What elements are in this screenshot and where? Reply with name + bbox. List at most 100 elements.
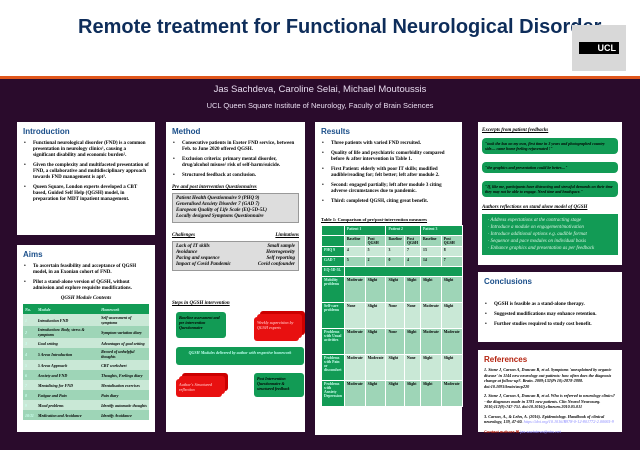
table-cell: Slight <box>440 302 463 329</box>
reference-text: 3. Carson, A., & Lehn, A. (2016). Epidem… <box>484 413 605 425</box>
table-cell: 8 <box>440 246 463 257</box>
bullet-item: Exclusion criteria: primary mental disor… <box>172 157 299 169</box>
table-cell: Moderate <box>419 328 442 355</box>
table-cell: Pain diary <box>99 390 149 400</box>
steps-title: Steps in QGSH intervention <box>172 301 230 306</box>
table-cell: Slight <box>385 380 405 407</box>
table-cell: 5 Areas Approach <box>35 360 100 370</box>
reference-link[interactable]: https://doi.org/10.1016/B978-0-12-801772… <box>523 419 614 424</box>
reflection-text: Introduce a module on engagement/motivat… <box>490 225 584 230</box>
table-cell: 4 <box>404 256 421 267</box>
feedback-title: Excerpts from patient feedbacks <box>482 128 549 133</box>
table-cell: Moderate <box>343 354 366 381</box>
table-cell: Moderate <box>343 380 366 407</box>
table-cell: 8 <box>23 390 36 400</box>
table-cell: Advantages of goal setting <box>99 338 149 348</box>
header-cell: Homework <box>99 304 149 314</box>
bullet-item: Given the complexity and multifaceted pr… <box>23 163 149 181</box>
table-cell: 7 <box>440 256 463 267</box>
results-section: Results Three patients with varied FND r… <box>315 122 463 435</box>
table-cell: 2 <box>364 256 387 267</box>
questionnaire-item: Locally designed Symptoms Questionnaire <box>176 214 264 219</box>
patient-header: Patient 1 <box>343 225 387 236</box>
table-cell: Mood problems <box>35 400 100 410</box>
table-cell: 5 <box>364 246 387 257</box>
subheader-cell: Post QGSH <box>364 235 387 247</box>
table-cell: Moderate <box>440 328 463 355</box>
table-cell: 5 <box>23 360 36 370</box>
table-cell: None <box>404 354 421 381</box>
questionnaire-item: Generalised Anxiety Disorder 7 (GAD 7) <box>176 202 260 207</box>
table-cell: 2 <box>23 326 36 338</box>
challenges-title: Challenges <box>172 233 196 238</box>
bullet-item: QGSH is feasible as a stand-alone therap… <box>484 302 616 308</box>
row-label: Self-care problems <box>321 302 345 329</box>
row-label: Problems with Pain or discomfort <box>321 354 345 381</box>
table-cell: 7 <box>404 246 421 257</box>
table-cell: Goal setting <box>35 338 100 348</box>
table-cell: 14 <box>419 256 442 267</box>
contact-email-link[interactable]: jas.sachdeva@nhs.net <box>520 428 561 434</box>
challenge-item: Impact of Covid Pandemic <box>176 262 231 267</box>
corner-cell <box>321 235 345 247</box>
table-cell: None <box>404 302 421 329</box>
table-cell: Thoughts, Feelings diary <box>99 370 149 380</box>
subheader-cell: Baseline <box>419 235 442 247</box>
section-title: Results <box>321 127 350 136</box>
questionnaire-item: Patient Health Questionnaire 9 (PHQ 9) <box>176 196 260 201</box>
bullet-item: Second: engaged partially; left after mo… <box>321 183 456 195</box>
bullet-item: Consecutive patients in Exeter FND servi… <box>172 141 299 153</box>
table-cell: Introduction FND <box>35 314 100 326</box>
poster-header: Remote treatment for Functional Neurolog… <box>0 0 640 79</box>
questionnaires-title: Pre and post intervention Questionnaires <box>172 185 257 190</box>
table-cell: 5 <box>343 256 366 267</box>
table-cell: Identify Avoidance <box>99 410 149 420</box>
table-cell: Fatigue and Pain <box>35 390 100 400</box>
subheader-cell: Baseline <box>385 235 405 247</box>
limitations-title: Limitations <box>275 233 299 238</box>
bullet-item: Pilot a stand-alone version of QGSH, wit… <box>23 280 149 292</box>
table-cell: 4 <box>23 348 36 360</box>
table-cell: 3 <box>23 338 36 348</box>
table-cell: Slight <box>440 276 463 303</box>
bullet-item: Third: completed QGSH, citing great bene… <box>321 199 456 205</box>
questionnaires-box: Patient Health Questionnaire 9 (PHQ 9)Ge… <box>172 193 299 223</box>
table-cell: Slight <box>419 276 442 303</box>
table-cell: 9 <box>23 400 36 410</box>
table-cell: Moderate <box>364 354 387 381</box>
reflections-title: Authors reflections on stand alone model… <box>482 205 588 210</box>
feedback-quote: "If, like me, participants have distract… <box>482 181 618 197</box>
reflection-text: Enhance graphics and presentation as per… <box>490 246 595 251</box>
reference-item-wrap: 3. Carson, A., & Lehn, A. (2016). Epidem… <box>484 414 616 425</box>
bullet-item: Further studies required to study cost b… <box>484 322 616 328</box>
table-cell: 6 <box>23 370 36 380</box>
institution: UCL Queen Square Institute of Neurology,… <box>206 101 434 110</box>
bullet-item: First Patient: elderly with poor IT skil… <box>321 167 456 179</box>
table-cell: Slight <box>404 380 421 407</box>
section-title: Method <box>172 127 201 136</box>
module-table-title: QGSH Module Contents <box>60 296 112 301</box>
table-cell: Slight <box>440 354 463 381</box>
aims-section: Aims To ascertain feasibility and accept… <box>17 245 155 432</box>
section-title: Aims <box>23 250 43 259</box>
questionnaire-item: European Quality of Life Scale (EQ-5D-5L… <box>176 208 267 213</box>
table-cell: 13 <box>419 246 442 257</box>
contact-label: Contact authors <box>484 428 515 434</box>
table-cell: 7 <box>23 380 36 390</box>
limitation-item: Covid confounder <box>257 262 295 267</box>
table-cell: Moderate <box>343 328 366 355</box>
introduction-section: Introduction Functional neurological dis… <box>17 122 155 235</box>
